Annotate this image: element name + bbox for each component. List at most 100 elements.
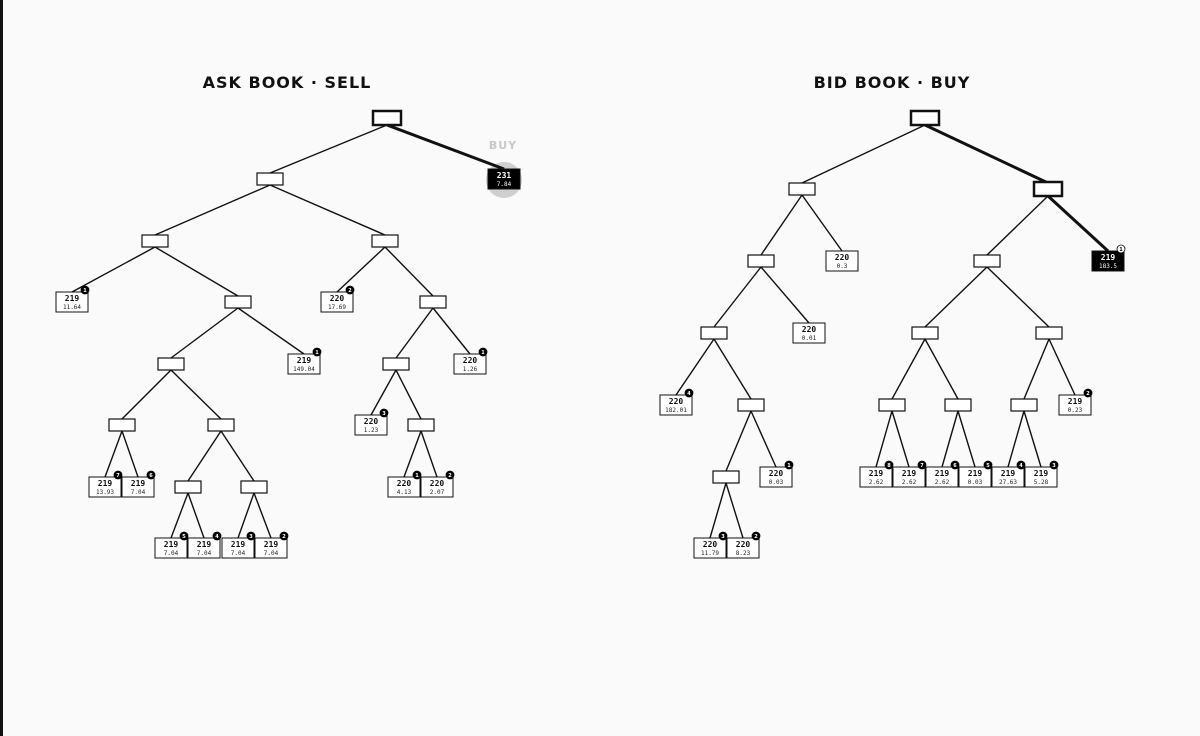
ask-leaf-price: 220 <box>463 356 478 365</box>
ask-edge <box>420 430 438 478</box>
bid-order-count-text: 6 <box>953 463 957 469</box>
ask-internal-node[interactable] <box>240 480 268 494</box>
bid-internal-node[interactable] <box>909 109 941 127</box>
ask-internal-node[interactable] <box>256 172 284 186</box>
ask-internal-node[interactable] <box>371 234 399 248</box>
bid-internal-node[interactable] <box>747 254 775 268</box>
ask-edge <box>220 430 255 482</box>
bid-internal-node[interactable] <box>944 398 972 412</box>
bid-leaf-price: 220 <box>769 469 784 478</box>
ask-internal-node[interactable] <box>382 357 410 371</box>
bid-edge <box>801 124 926 184</box>
bid-internal-node[interactable] <box>1035 326 1063 340</box>
ask-internal-node[interactable] <box>157 357 185 371</box>
ask-internal-node[interactable] <box>108 418 136 432</box>
bid-edge <box>801 194 843 252</box>
ask-internal-node[interactable] <box>141 234 169 248</box>
ask-internal-node[interactable] <box>174 480 202 494</box>
ask-internal-node[interactable] <box>419 295 447 309</box>
bid-edge <box>725 410 752 472</box>
bid-leaf-qty: 5.28 <box>1034 479 1049 486</box>
bid-internal-node[interactable] <box>1032 180 1064 198</box>
ask-edge <box>269 124 388 174</box>
ask-leaf-box <box>88 476 122 498</box>
bid-edge <box>941 410 959 468</box>
bid-order-count-text: 8 <box>887 463 891 469</box>
ask-internal-node[interactable] <box>224 295 252 309</box>
bid-internal-node[interactable] <box>973 254 1001 268</box>
bid-order-count-text: 3 <box>1052 463 1056 469</box>
bid-internal-node[interactable] <box>700 326 728 340</box>
ask-leaf-box <box>320 291 354 313</box>
ask-leaf-price: 231 <box>497 171 512 180</box>
ask-leaf-price: 219 <box>197 540 212 549</box>
bid-leaf-qty: 2.62 <box>869 479 884 486</box>
bid-leaf-box <box>1024 466 1058 488</box>
bid-order-count-text: 5 <box>986 463 990 469</box>
ask-internal-node[interactable] <box>407 418 435 432</box>
ask-leaf-qty: 1.26 <box>463 366 478 373</box>
ask-edge <box>187 430 222 482</box>
bid-order-count-badge <box>917 460 927 470</box>
ask-edge <box>121 430 139 478</box>
ask-edge <box>395 369 422 420</box>
ask-edge <box>170 369 222 420</box>
bid-edge <box>924 123 1049 185</box>
bid-internal-node[interactable] <box>737 398 765 412</box>
ask-internal-node[interactable] <box>207 418 235 432</box>
ask-order-count-text: 3 <box>249 534 253 540</box>
bid-edge <box>1048 338 1076 396</box>
bid-leaf-box <box>825 250 859 272</box>
bid-internal-node[interactable] <box>788 182 816 196</box>
ask-order-count-badge <box>246 531 256 541</box>
bid-edges <box>675 123 1110 539</box>
bid-internal-node[interactable] <box>911 326 939 340</box>
bid-order-count-text: 7 <box>920 463 924 469</box>
bid-internal-node[interactable] <box>712 470 740 484</box>
bid-nodes: 2200.3219183.512200.01220182.0142190.232… <box>659 109 1126 559</box>
bid-leaf-qty: 0.01 <box>802 335 817 342</box>
bid-internal-node[interactable] <box>1010 398 1038 412</box>
bid-edge <box>750 410 777 468</box>
ask-leaf-qty: 7.04 <box>164 550 179 557</box>
ask-order-count-badge <box>412 470 422 480</box>
bid-leaf-qty: 182.01 <box>665 407 687 414</box>
bid-order-count-badge <box>751 531 761 541</box>
ask-leaf-box <box>287 353 321 375</box>
bid-internal-node[interactable] <box>878 398 906 412</box>
bid-leaf-box <box>659 394 693 416</box>
ask-internal-node[interactable] <box>371 109 403 127</box>
ask-leaf-qty: 7.04 <box>264 550 279 557</box>
